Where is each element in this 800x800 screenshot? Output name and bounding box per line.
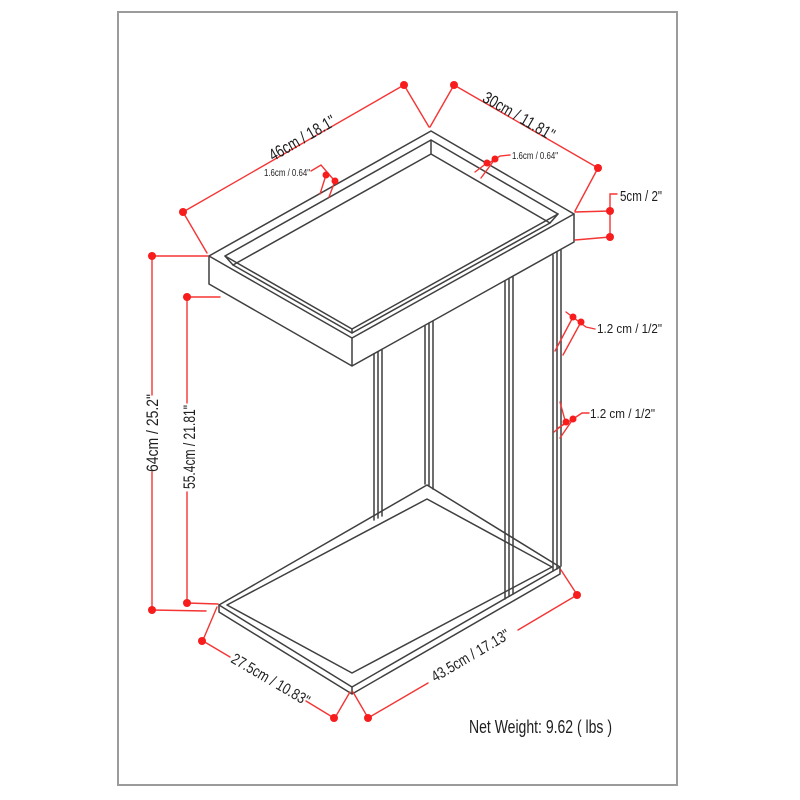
- diagram-border: [117, 11, 678, 786]
- dimension-endpoint-dot: [183, 599, 191, 607]
- dimension-endpoint-dot: [562, 418, 570, 426]
- tray-side-faces: [208, 213, 575, 367]
- dimension-lip-right-label: 1.6cm / 0.64": [512, 150, 558, 162]
- dimension-tube-upper-label: 1.2 cm / 1/2": [597, 321, 662, 336]
- dimension-endpoint-dot: [364, 714, 372, 722]
- dimension-top-depth-label: 30cm / 11.81": [479, 88, 558, 144]
- dimension-endpoint-dot: [594, 164, 602, 172]
- base-frame: [218, 484, 561, 695]
- dimension-endpoint-dot: [569, 415, 577, 423]
- dimension-endpoint-dot: [606, 207, 614, 215]
- dimension-endpoint-dot: [148, 606, 156, 614]
- post-back-inset: [373, 349, 383, 521]
- dimension-top-length-label: 46cm / 18.1": [265, 111, 339, 165]
- dimension-endpoint-dot: [183, 293, 191, 301]
- dimension-tray-height-label: 5cm / 2": [620, 188, 662, 205]
- dimension-endpoint-dot: [148, 252, 156, 260]
- dimension-endpoint-dot: [491, 155, 499, 163]
- dimension-endpoint-dot: [331, 177, 339, 185]
- dimension-endpoint-dot: [322, 171, 330, 179]
- dimension-lip-right: 1.6cm / 0.64": [474, 150, 558, 179]
- dimension-base-depth-label: 27.5cm / 10.83": [228, 651, 313, 710]
- dimension-base-depth: 27.5cm / 10.83": [198, 606, 351, 722]
- dimension-lip-left: 1.6cm / 0.64": [264, 164, 339, 198]
- dimension-endpoint-dot: [179, 208, 187, 216]
- dimension-tube-lower: 1.2 cm / 1/2": [553, 401, 655, 439]
- dimension-endpoint-dot: [330, 714, 338, 722]
- dimension-base-length: 43.5cm / 17.13": [352, 569, 581, 722]
- base-bottom-edges: [218, 566, 561, 695]
- post-back-corner: [424, 320, 434, 490]
- dimension-under-clearance: 55.4cm / 21.81": [180, 293, 221, 607]
- dimension-endpoint-dot: [573, 591, 581, 599]
- dimension-overall-height-label: 64cm / 25.2": [143, 394, 162, 472]
- post-front-corner: [552, 249, 562, 572]
- frame-posts: [373, 249, 562, 600]
- dimension-tube-lower-label: 1.2 cm / 1/2": [590, 406, 655, 421]
- dimension-endpoint-dot: [198, 637, 206, 645]
- dimension-endpoint-dot: [483, 159, 491, 167]
- post-front-inset: [504, 276, 514, 600]
- base-inner-edge: [226, 498, 553, 674]
- dimension-tube-upper: 1.2 cm / 1/2": [554, 311, 662, 356]
- table-drawing: [208, 130, 575, 695]
- dimension-endpoint-dot: [569, 313, 577, 321]
- net-weight-label: Net Weight: 9.62 ( lbs ): [469, 717, 612, 737]
- dimension-endpoint-dot: [606, 233, 614, 241]
- dimension-endpoint-dot: [400, 81, 408, 89]
- tray-rim-corner-edges: [224, 139, 559, 334]
- dimension-endpoint-dot: [577, 318, 585, 326]
- dimension-endpoint-dot: [450, 81, 458, 89]
- dimension-under-clearance-label: 55.4cm / 21.81": [180, 405, 199, 489]
- dimension-overall-height: 64cm / 25.2": [143, 252, 209, 614]
- dimension-tray-height: 5cm / 2": [574, 188, 662, 241]
- dimension-lip-left-label: 1.6cm / 0.64": [264, 167, 310, 179]
